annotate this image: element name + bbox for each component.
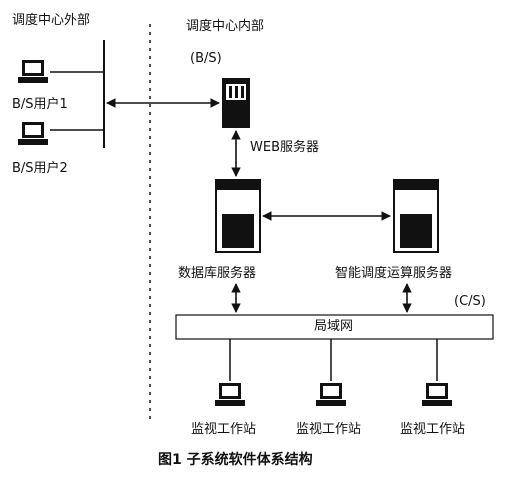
calc-server-icon	[393, 179, 439, 253]
db-server-label: 数据库服务器	[178, 266, 257, 281]
user1-computer-icon	[18, 60, 48, 83]
workstation2-computer-icon	[316, 383, 346, 406]
figure-caption: 图1 子系统软件体系结构	[158, 452, 313, 468]
db-server-icon	[215, 179, 261, 253]
workstation1-label: 监视工作站	[191, 422, 257, 437]
workstation1-computer-icon	[215, 383, 245, 406]
user1-label: B/S用户1	[12, 97, 68, 112]
workstation2-label: 监视工作站	[296, 422, 362, 437]
workstation3-label: 监视工作站	[400, 422, 466, 437]
calc-server-label: 智能调度运算服务器	[335, 266, 453, 281]
web-server-label: WEB服务器	[250, 140, 319, 155]
user2-label: B/S用户2	[12, 161, 68, 176]
lan-label: 局域网	[314, 319, 354, 334]
user2-computer-icon	[18, 122, 48, 145]
bs-tag: (B/S)	[190, 51, 222, 66]
workstation3-computer-icon	[422, 383, 452, 406]
inside-label: 调度中心内部	[186, 19, 265, 34]
cs-tag: (C/S)	[454, 294, 486, 309]
outside-label: 调度中心外部	[12, 13, 91, 28]
web-server-icon	[222, 78, 250, 128]
lan-bar	[175, 314, 494, 340]
